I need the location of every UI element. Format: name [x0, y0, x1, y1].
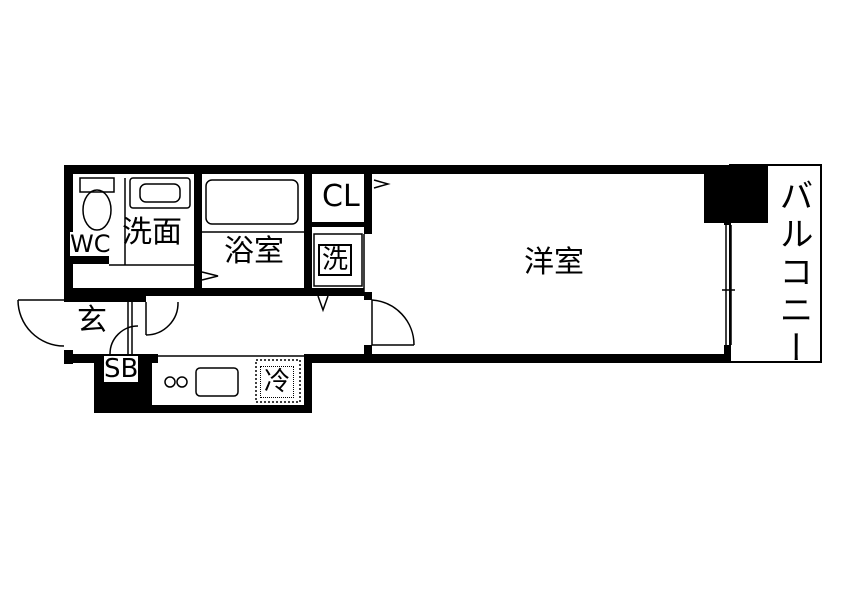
room-label-washer: 洗: [318, 244, 353, 276]
room-label-balcony: バルコニー: [773, 178, 813, 368]
room-label-wc: WC: [70, 230, 111, 258]
fixture-lines: [17, 177, 735, 403]
room-label-closet: CL: [322, 179, 360, 214]
room-label-entrance: 玄: [77, 303, 107, 338]
room-label-fridge: 冷: [260, 366, 295, 398]
room-label-shoe-box: SB: [104, 354, 139, 384]
interior-walls: [64, 174, 372, 363]
room-label-washroom: 洗面: [122, 215, 182, 250]
room-label-bathroom: 浴室: [224, 234, 284, 269]
room-label-western-room: 洋室: [524, 245, 584, 280]
